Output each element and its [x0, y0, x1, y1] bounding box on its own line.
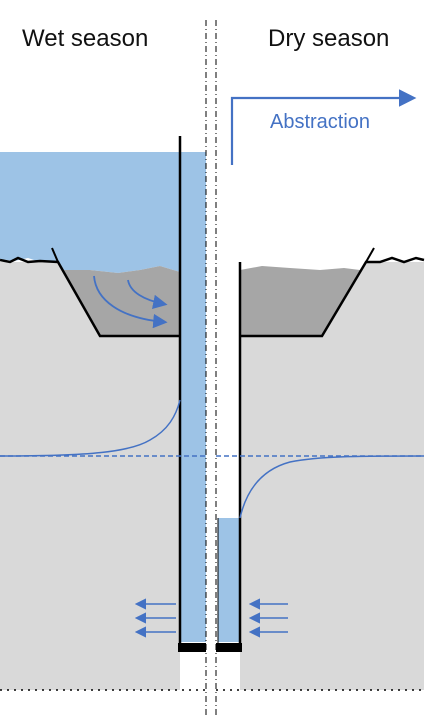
left-well-base: [178, 643, 206, 652]
right-well-base: [216, 643, 242, 652]
abstraction-arrow: [230, 89, 417, 165]
infiltration-arrow-2: [127, 279, 168, 309]
drawdown-cone-curve: [239, 455, 425, 519]
right-pond-sediment: [240, 266, 360, 336]
right-soil: [240, 262, 424, 690]
left-surface-water: [0, 152, 180, 273]
dry-season-title: Dry season: [268, 25, 390, 52]
left-soil: [0, 262, 180, 690]
left-pond-rim: [51, 247, 59, 263]
left-pond-sediment: [64, 266, 180, 336]
wet-season-title: Wet season: [22, 25, 149, 52]
right-ground-line: [240, 256, 425, 338]
abstraction-label: Abstraction: [270, 111, 371, 133]
left-well-water: [180, 152, 206, 642]
recharge-mound-curve: [0, 399, 181, 457]
infiltration-arrow-1: [93, 275, 168, 329]
right-well-empty: [218, 262, 240, 518]
right-well-water: [218, 518, 240, 642]
right-pond-rim: [365, 247, 375, 263]
left-ground-line: [0, 256, 180, 338]
